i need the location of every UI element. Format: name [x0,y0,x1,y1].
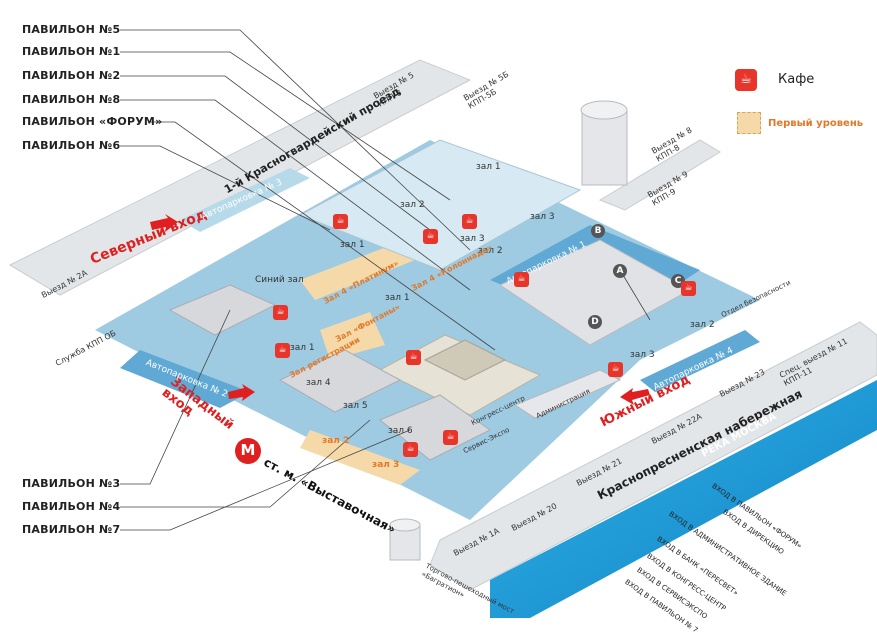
tower-building [581,109,628,186]
pavilion-4 [278,349,402,413]
label-pavilion-2: ПАВИЛЬОН №2 [22,69,121,82]
legend-cafe-label: Кафе [778,72,815,87]
pavilion-1 [298,139,582,271]
hall-label: зал 6 [388,426,413,436]
cafe-icon: ☕ [443,430,458,445]
hall-label: зал 1 [385,293,410,303]
label-pavilion-7: ПАВИЛЬОН №7 [22,523,121,536]
hall-label: зал 4 [306,378,331,388]
label-pavilion-8: ПАВИЛЬОН №8 [22,93,121,106]
legend-first-level-label: Первый уровень [768,118,864,129]
hall-label: зал 2 [478,246,503,256]
cafe-icon: ☕ [333,214,348,229]
label-pavilion-5: ПАВИЛЬОН №5 [22,23,121,36]
metro-letter: M [240,441,256,459]
hall-label: зал 3 [372,460,400,470]
cafe-icon: ☕ [273,305,288,320]
cafe-icon: ☕ [403,442,418,457]
first-level-swatch [737,112,761,134]
tower-top [580,100,628,120]
metro-logo [235,438,261,464]
north-entrance-arrow [150,214,178,232]
hall-label: зал 2 [690,320,715,330]
cafe-icon: ☕ [514,272,529,287]
hall-label: зал 1 [340,240,365,250]
first-level-zone [320,312,385,360]
sector-d: D [588,315,602,329]
sector-b: B [591,224,605,238]
expo-map: ПАВИЛЬОН №5 ПАВИЛЬОН №1 ПАВИЛЬОН №2 ПАВИ… [8,23,877,634]
hall-label: зал 5 [343,401,368,411]
hall-label: зал 2 [400,200,425,210]
east-road [598,139,721,211]
cafe-icon: ☕ [462,214,477,229]
west-entrance-arrow [228,384,255,401]
parking-3-area [180,168,310,232]
cafe-icon: ☕ [681,281,696,296]
label-pavilion-3: ПАВИЛЬОН №3 [22,477,121,490]
label-pavilion-forum: ПАВИЛЬОН «ФОРУМ» [22,115,163,128]
hall-label: зал 3 [630,350,655,360]
leader-lines [120,29,651,531]
embankment-road [429,321,877,591]
cafe-legend-icon: ☕ [735,69,757,91]
first-level-zone [300,430,420,485]
label-pavilion-4: ПАВИЛЬОН №4 [22,500,121,513]
south-entrance-arrow [620,388,650,405]
river-moskva [490,380,877,618]
hall-sinij: Синий зал [255,275,304,285]
proezd-road [8,59,472,296]
hall-label: зал 2 [322,436,350,446]
bridge-rotunda-top [389,518,421,532]
hall-label: зал 1 [290,343,315,353]
sector-a: A [613,264,627,278]
hall-label: зал 3 [460,234,485,244]
parking-4-area [640,330,760,392]
hall-label: зал 3 [530,212,555,222]
cafe-icon: ☕ [275,343,290,358]
cafe-icon: ☕ [406,350,421,365]
pavilion-forum-pyramid [423,339,507,381]
cafe-icon: ☕ [608,362,623,377]
label-pavilion-6: ПАВИЛЬОН №6 [22,139,121,152]
admin-building [513,369,622,419]
label-pavilion-1: ПАВИЛЬОН №1 [22,45,121,58]
cafe-icon: ☕ [423,229,438,244]
hall-label: зал 1 [476,162,501,172]
parking-2-area [120,350,250,408]
